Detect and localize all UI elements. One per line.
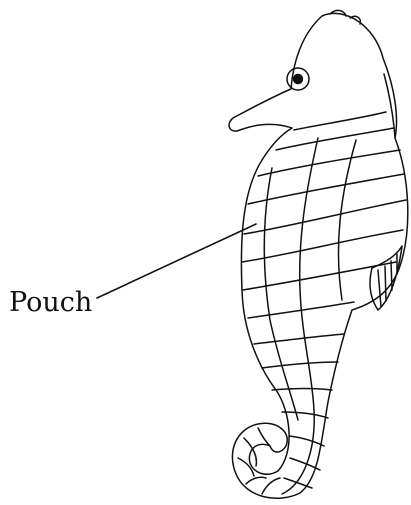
body-segment-4 bbox=[248, 174, 404, 204]
body-segment-13 bbox=[290, 436, 324, 446]
body-segment-5 bbox=[244, 200, 406, 234]
body-line-front bbox=[264, 168, 298, 420]
tail-segment-4 bbox=[262, 478, 280, 494]
crown-detail bbox=[330, 10, 360, 24]
pouch-label: Pouch bbox=[9, 287, 92, 318]
seahorse-outline bbox=[229, 13, 408, 498]
tail-segment-3 bbox=[246, 477, 266, 484]
body-segment-3 bbox=[258, 150, 400, 176]
body-segment-10 bbox=[262, 362, 338, 368]
tail-segment-5 bbox=[258, 428, 270, 446]
body-segment-9 bbox=[254, 334, 344, 344]
body-segment-2 bbox=[276, 128, 394, 150]
body-segment-7 bbox=[243, 262, 396, 290]
body-line-back bbox=[338, 140, 356, 300]
body-segment-12 bbox=[282, 412, 328, 418]
body-segment-6 bbox=[242, 230, 403, 262]
body-segment-1 bbox=[294, 112, 386, 130]
eye-pupil bbox=[294, 75, 303, 84]
body-segment-11 bbox=[272, 389, 332, 391]
pouch-leader-line bbox=[97, 224, 256, 298]
